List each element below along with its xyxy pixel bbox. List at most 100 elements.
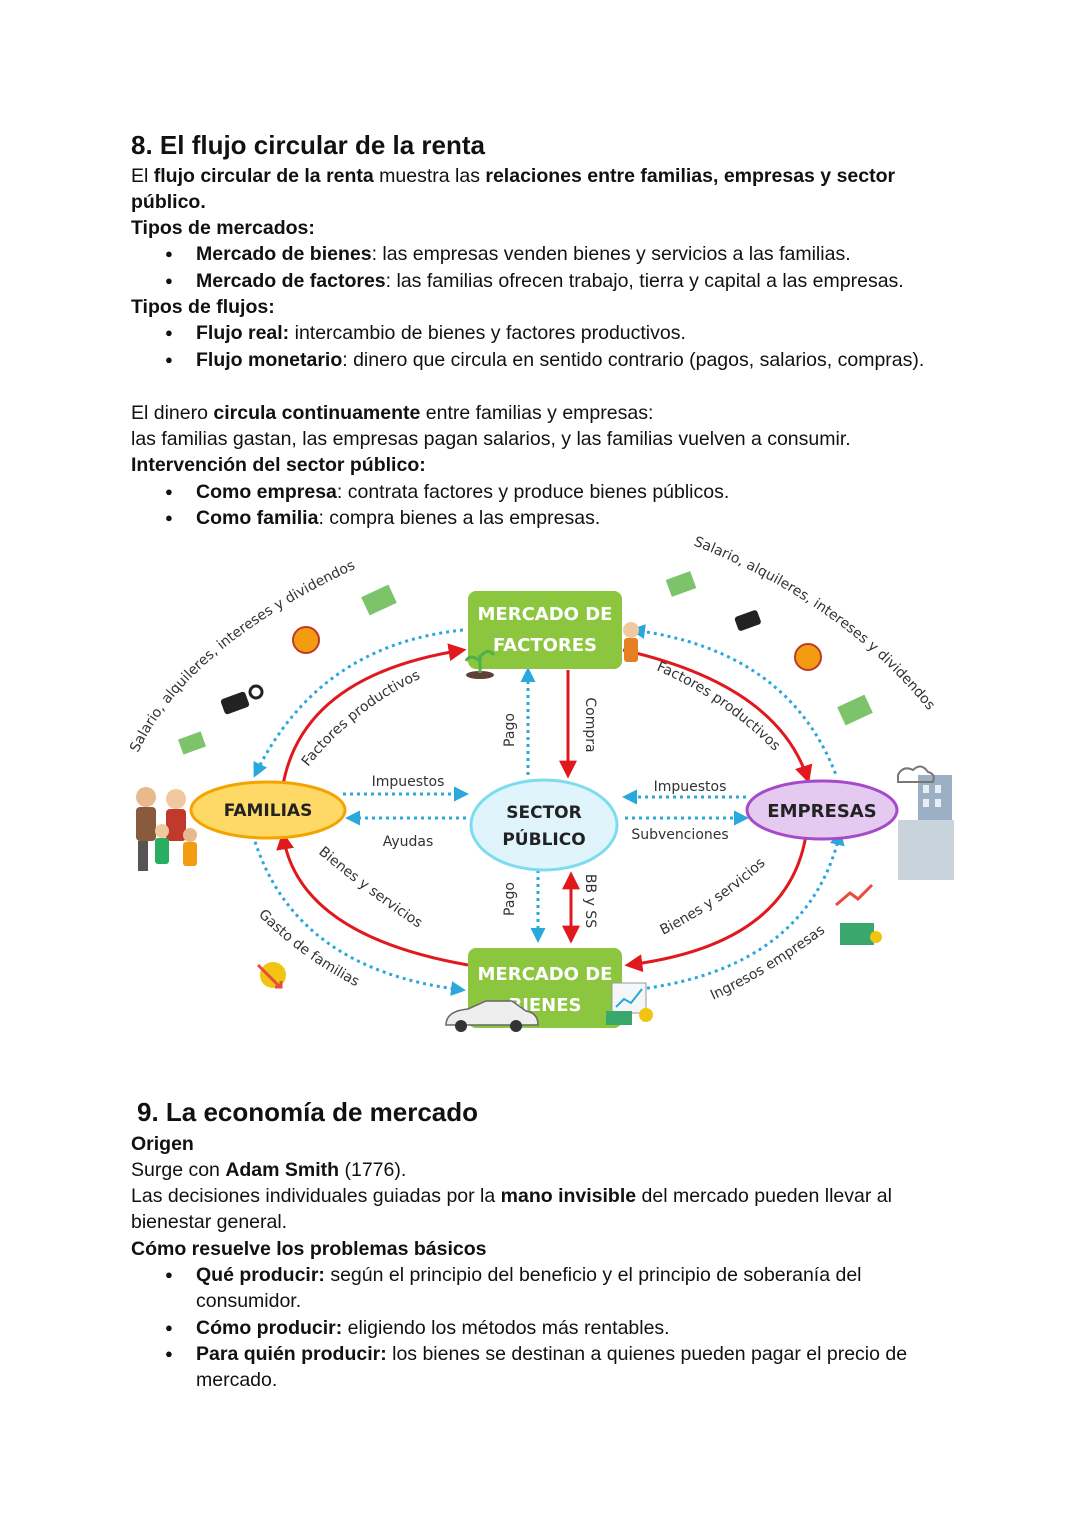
mercado-factores-term: Mercado de factores (196, 270, 386, 292)
que-producir-desc: según el principio del beneficio y el pr… (196, 1264, 862, 1312)
salario-left-text: Salario, alquileres, intereses y dividen… (128, 557, 358, 754)
para-quien-desc: los bienes se destinan a quienes pueden … (196, 1343, 908, 1391)
mercado-factores-label-2: FACTORES (493, 635, 597, 656)
factores-right-label: Factores productivos (654, 659, 783, 754)
money-bills-icon (361, 584, 882, 945)
mercado-factores-label-1: MERCADO DE (478, 604, 613, 625)
coins-icon (256, 626, 822, 989)
como-empresa-desc: : contrata factores y produce bienes púb… (336, 481, 730, 503)
bienes-right-label: Bienes y servicios (658, 855, 769, 939)
mercado-bienes-term: Mercado de bienes (196, 243, 372, 265)
familias-label: FAMILIAS (224, 801, 313, 821)
growth-arrow-icon (835, 883, 874, 907)
salario-left-label: Salario, alquileres, intereses y dividen… (128, 557, 358, 754)
intro-bold-1: flujo circular de la renta (153, 165, 374, 187)
subvenciones-label: Subvenciones (631, 827, 728, 843)
compra-label: Compra (582, 697, 598, 752)
que-producir-item: Qué producir: según el principio del ben… (165, 1262, 916, 1314)
como-familia-term: Como familia (196, 507, 319, 529)
pago-top-label: Pago (502, 713, 518, 747)
worker-icon (623, 622, 639, 662)
intro-line-1: El flujo circular de la renta muestra la… (131, 163, 895, 189)
circular-flow-diagram: MERCADO DE FACTORES MERCADO DE BIENES FA… (128, 535, 954, 1032)
mercado-factores-item: Mercado de factores: las familias ofrece… (165, 268, 904, 294)
flujo-monetario-term: Flujo monetario (196, 349, 343, 371)
mercado-factores-node: MERCADO DE FACTORES (468, 591, 622, 669)
impuestos-right-label: Impuestos (654, 779, 727, 795)
dinero-bold: circula continuamente (213, 402, 421, 424)
intro-bold-2: relaciones entre familias, empresas y se… (485, 165, 896, 187)
real-flow-factores-right (622, 648, 813, 784)
resuelve-heading: Cómo resuelve los problemas básicos (131, 1238, 487, 1260)
intro-text-1: El (131, 165, 154, 187)
salario-right-label: Salario, alquileres, intereses y dividen… (692, 535, 938, 713)
intervencion-heading: Intervención del sector público: (131, 454, 426, 476)
dinero-text-2: entre familias y empresas: (420, 402, 654, 424)
factores-right-text: Factores productivos (654, 659, 783, 754)
dinero-text-1: El dinero (131, 402, 214, 424)
bienes-left-text: Bienes y servicios (315, 844, 425, 932)
sector-publico-node: SECTOR PÚBLICO (469, 778, 619, 872)
pago-bottom-label: Pago (502, 882, 518, 916)
para-quien-term: Para quién producir: (196, 1343, 387, 1365)
dinero-line-2: las familias gastan, las empresas pagan … (131, 428, 851, 450)
impuestos-left-label: Impuestos (372, 774, 445, 790)
como-familia-desc: : compra bienes a las empresas. (318, 507, 601, 529)
flujo-monetario-desc: : dinero que circula en sentido contrari… (342, 349, 925, 371)
empresas-label: EMPRESAS (767, 801, 876, 822)
bienes-right-text: Bienes y servicios (658, 855, 769, 939)
sector-label-2: PÚBLICO (502, 828, 585, 850)
salario-right-text: Salario, alquileres, intereses y dividen… (692, 535, 938, 713)
mano-invisible: mano invisible (500, 1185, 637, 1207)
sector-label-1: SECTOR (506, 803, 581, 823)
money-flow-gasto-familias (251, 834, 466, 997)
real-flow-factores-left (281, 643, 467, 786)
familias-node: FAMILIAS (189, 780, 347, 840)
origen-heading: Origen (131, 1133, 194, 1155)
flujo-real-desc: intercambio de bienes y factores product… (289, 322, 686, 344)
ingresos-empresas-label: Ingresos empresas (708, 922, 828, 1004)
real-flow-bienes-right (624, 834, 808, 973)
como-producir-desc: eligiendo los métodos más rentables. (342, 1317, 670, 1339)
rent-key-icon (220, 610, 761, 715)
surge-text-2: (1776). (339, 1159, 407, 1181)
flujo-monetario-item: Flujo monetario: dinero que circula en s… (165, 347, 925, 373)
decisiones-line-1: Las decisiones individuales guiadas por … (131, 1183, 892, 1209)
empresas-node: EMPRESAS (745, 779, 899, 841)
money-hand-icon (177, 571, 697, 755)
como-empresa-term: Como empresa (196, 481, 337, 503)
flujos-heading: Tipos de flujos: (131, 296, 275, 318)
mercado-bienes-desc: : las empresas venden bienes y servicios… (371, 243, 851, 265)
como-empresa-item: Como empresa: contrata factores y produc… (165, 479, 730, 505)
decisiones-text-2: del mercado pueden llevar al (636, 1185, 892, 1207)
flujo-real-item: Flujo real: intercambio de bienes y fact… (165, 320, 686, 346)
mercado-factores-desc: : las familias ofrecen trabajo, tierra y… (385, 270, 904, 292)
que-producir-term: Qué producir: (196, 1264, 325, 1286)
surge-text-1: Surge con (131, 1159, 226, 1181)
mercados-heading: Tipos de mercados: (131, 217, 315, 239)
mercado-bienes-item: Mercado de bienes: las empresas venden b… (165, 241, 851, 267)
bbyss-label: BB y SS (582, 874, 598, 928)
money-flow-salario-left (253, 628, 464, 778)
decisiones-text-1: Las decisiones individuales guiadas por … (131, 1185, 501, 1207)
para-quien-item: Para quién producir: los bienes se desti… (165, 1341, 916, 1393)
section-9-title: 9. La economía de mercado (137, 1097, 479, 1127)
real-flow-bienes-left (276, 831, 469, 967)
ayudas-label: Ayudas (383, 834, 434, 850)
adam-smith: Adam Smith (225, 1159, 340, 1181)
money-flow-ingresos-empresas (632, 830, 845, 992)
plant-icon (464, 650, 496, 679)
surge-line: Surge con Adam Smith (1776). (131, 1157, 406, 1183)
flujo-real-term: Flujo real: (196, 322, 290, 344)
intro-text-2: muestra las (373, 165, 486, 187)
como-familia-item: Como familia: compra bienes a las empres… (165, 505, 601, 531)
mercado-bienes-label-1: MERCADO DE (478, 964, 613, 985)
car-icon (445, 1000, 539, 1032)
ingresos-empresas-text: Ingresos empresas (708, 922, 828, 1004)
bienes-left-label: Bienes y servicios (315, 844, 425, 932)
como-producir-item: Cómo producir: eligiendo los métodos más… (165, 1315, 670, 1341)
dinero-line-1: El dinero circula continuamente entre fa… (131, 400, 653, 426)
family-people-icon (136, 787, 197, 871)
section-8-title: 8. El flujo circular de la renta (131, 130, 486, 160)
